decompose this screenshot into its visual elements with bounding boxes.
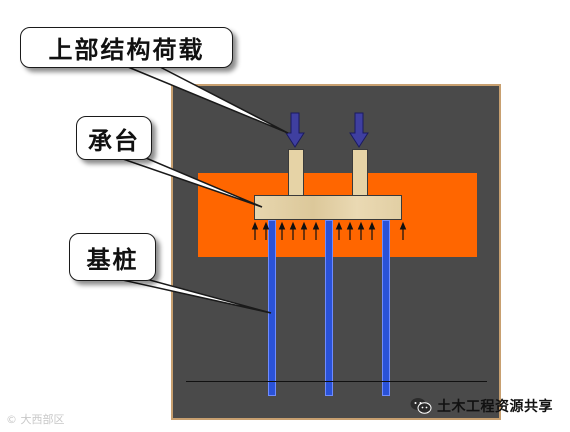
pile (325, 220, 333, 396)
load-arrow-icon (349, 112, 369, 148)
pile (268, 220, 276, 396)
reaction-arrow-head (300, 221, 308, 230)
reaction-arrow-head (357, 221, 365, 230)
brand-text: 土木工程资源共享 (437, 399, 553, 415)
callout-pointer (127, 66, 289, 134)
reaction-arrow-head (262, 221, 270, 230)
reaction-arrow-head (312, 221, 320, 230)
reaction-arrow-head (335, 221, 343, 230)
reaction-arrow-head (346, 221, 354, 230)
callout-pointer (117, 278, 272, 314)
reaction-arrow-head (278, 221, 286, 230)
watermark-left-text: 大西部区 (20, 413, 65, 426)
pile (382, 220, 390, 396)
superstructure-load-label: 上部结构荷载 (20, 27, 233, 68)
pile-cap (254, 195, 402, 220)
watermark-right: 土木工程资源共享 (410, 396, 553, 416)
watermark-left: © 大西部区 (6, 411, 65, 427)
callout-pointer (119, 157, 263, 208)
wechat-icon (410, 398, 432, 414)
ground-line (186, 381, 487, 382)
load-arrow-icon (285, 112, 305, 148)
reaction-arrows (251, 221, 407, 240)
reaction-arrow-head (251, 221, 259, 230)
reaction-arrow-head (399, 221, 407, 230)
copyright-icon: © (6, 413, 17, 426)
base-pile-label: 基桩 (69, 233, 156, 281)
pile-cap-label: 承台 (76, 116, 152, 160)
reaction-arrow-head (368, 221, 376, 230)
reaction-arrow-head (289, 221, 297, 230)
